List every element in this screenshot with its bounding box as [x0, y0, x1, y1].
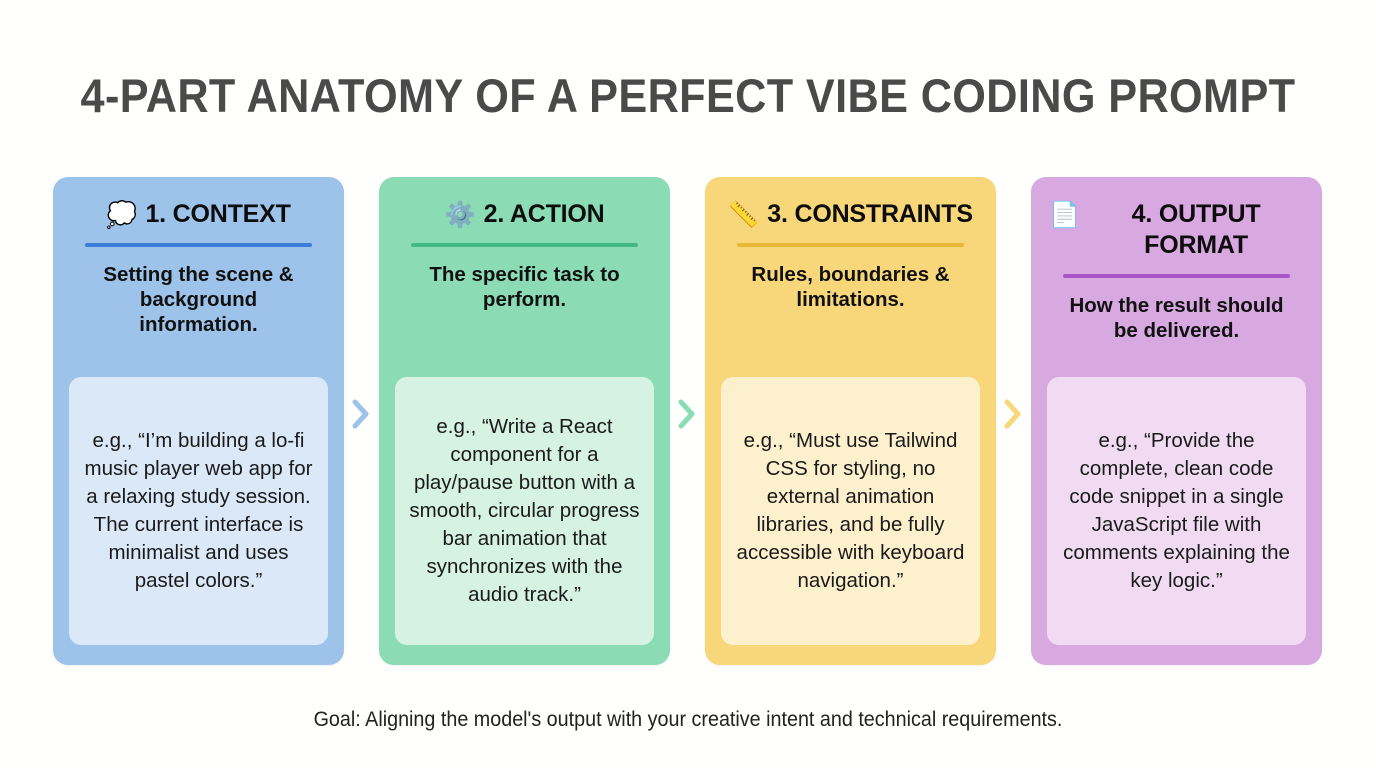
- card-subtitle: How the result should be delivered.: [1069, 294, 1284, 342]
- card-header: ⚙️ 2. ACTION: [395, 199, 654, 230]
- card-header: 📄 4. OUTPUT FORMAT: [1047, 199, 1306, 261]
- card-divider: [737, 243, 964, 247]
- footer-caption: Goal: Aligning the model's output with y…: [313, 708, 1063, 731]
- example-text: e.g., “Must use Tailwind CSS for styling…: [736, 429, 965, 592]
- card-header: 💭 1. CONTEXT: [69, 199, 328, 230]
- card-divider: [1063, 274, 1290, 278]
- card-subtitle: Rules, boundaries & limitations.: [751, 263, 950, 311]
- card-constraints[interactable]: 📏 3. CONSTRAINTS Rules, boundaries & lim…: [705, 177, 996, 665]
- straight-ruler-icon: 📏: [728, 201, 760, 229]
- example-box: e.g., “Write a React component for a pla…: [395, 377, 654, 645]
- card-title: 4. OUTPUT FORMAT: [1131, 200, 1261, 259]
- card-output-format[interactable]: 📄 4. OUTPUT FORMAT How the result should…: [1031, 177, 1322, 665]
- chevron-right-icon: [674, 397, 700, 431]
- thought-balloon-icon: 💭: [106, 201, 138, 229]
- card-context[interactable]: 💭 1. CONTEXT Setting the scene & backgro…: [53, 177, 344, 665]
- page-document-icon: 📄: [1049, 201, 1081, 229]
- example-text: e.g., “Provide the complete, clean code …: [1063, 429, 1290, 592]
- example-wrapper: e.g., “I’m building a lo-fi music player…: [69, 377, 328, 645]
- example-box: e.g., “Must use Tailwind CSS for styling…: [721, 377, 980, 645]
- card-divider: [411, 243, 638, 247]
- cards-row: 💭 1. CONTEXT Setting the scene & backgro…: [53, 177, 1322, 665]
- chevron-right-icon: [348, 397, 374, 431]
- card-divider: [85, 243, 312, 247]
- example-box: e.g., “Provide the complete, clean code …: [1047, 377, 1306, 645]
- card-title: 1. CONTEXT: [145, 200, 291, 228]
- example-text: e.g., “I’m building a lo-fi music player…: [84, 429, 313, 592]
- example-wrapper: e.g., “Write a React component for a pla…: [395, 377, 654, 645]
- example-wrapper: e.g., “Provide the complete, clean code …: [1047, 377, 1306, 645]
- page-title: 4-PART ANATOMY OF A PERFECT VIBE CODING …: [80, 69, 1296, 122]
- chevron-right-icon: [1000, 397, 1026, 431]
- card-title: 2. ACTION: [483, 200, 605, 228]
- example-text: e.g., “Write a React component for a pla…: [409, 415, 640, 606]
- card-subtitle: The specific task to perform.: [429, 263, 620, 311]
- card-action[interactable]: ⚙️ 2. ACTION The specific task to perfor…: [379, 177, 670, 665]
- gear-icon: ⚙️: [444, 201, 476, 229]
- card-header: 📏 3. CONSTRAINTS: [721, 199, 980, 230]
- card-title: 3. CONSTRAINTS: [767, 200, 973, 228]
- card-subtitle: Setting the scene & background informati…: [103, 263, 294, 336]
- example-box: e.g., “I’m building a lo-fi music player…: [69, 377, 328, 645]
- example-wrapper: e.g., “Must use Tailwind CSS for styling…: [721, 377, 980, 645]
